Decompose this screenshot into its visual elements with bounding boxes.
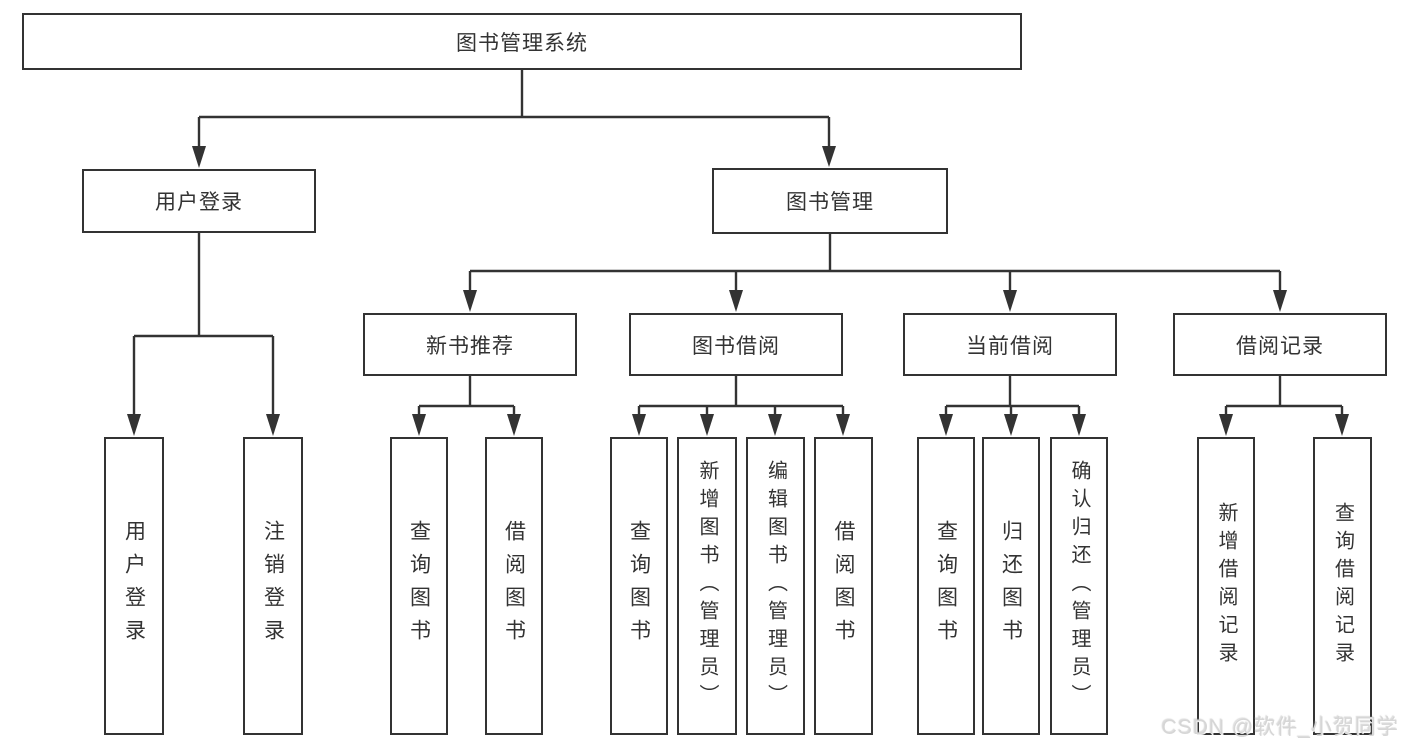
node-label: 编辑图书（管理员） [764,460,787,712]
leaf-borrow-query-books: 查询图书 [610,437,668,735]
node-label: 查询图书 [627,520,651,652]
node-new-book-recommend: 新书推荐 [363,313,577,376]
node-label: 查询借阅记录 [1331,502,1354,670]
node-label: 借阅记录 [1236,334,1324,358]
node-user-login: 用户登录 [82,169,316,233]
leaf-borrow-borrow-books: 借阅图书 [814,437,873,735]
node-label: 当前借阅 [966,334,1054,358]
leaf-current-query-books: 查询图书 [917,437,975,735]
leaf-recommend-query-books: 查询图书 [390,437,448,735]
node-label: 查询图书 [934,520,958,652]
node-label: 借阅图书 [832,520,855,652]
leaf-logout: 注销登录 [243,437,303,735]
node-label: 归还图书 [999,520,1023,652]
node-book-management: 图书管理 [712,168,948,234]
leaf-borrow-add-books-admin: 新增图书（管理员） [677,437,737,735]
leaf-records-query-record: 查询借阅记录 [1313,437,1372,735]
node-label: 查询图书 [407,520,431,652]
node-label: 用户登录 [155,191,243,214]
node-label: 用户登录 [122,520,146,652]
leaf-user-login: 用户登录 [104,437,164,735]
node-label: 确认归还（管理员） [1068,460,1090,712]
leaf-borrow-edit-books-admin: 编辑图书（管理员） [746,437,805,735]
leaf-recommend-borrow-books: 借阅图书 [485,437,543,735]
node-root-library-system: 图书管理系统 [22,13,1022,70]
node-label: 图书借阅 [692,334,780,358]
node-label: 注销登录 [261,520,285,652]
leaf-records-add-record: 新增借阅记录 [1197,437,1255,735]
leaf-current-confirm-return-admin: 确认归还（管理员） [1050,437,1108,735]
node-book-borrow: 图书借阅 [629,313,843,376]
node-label: 图书管理 [786,191,874,214]
node-label: 新增借阅记录 [1215,502,1237,670]
node-current-borrow: 当前借阅 [903,313,1117,376]
node-borrow-records: 借阅记录 [1173,313,1387,376]
node-label: 借阅图书 [502,520,526,652]
node-label: 新书推荐 [426,334,514,358]
node-label: 图书管理系统 [456,31,588,55]
leaf-current-return-books: 归还图书 [982,437,1040,735]
node-label: 新增图书（管理员） [696,460,718,712]
arrowhead-icons [127,146,1349,436]
